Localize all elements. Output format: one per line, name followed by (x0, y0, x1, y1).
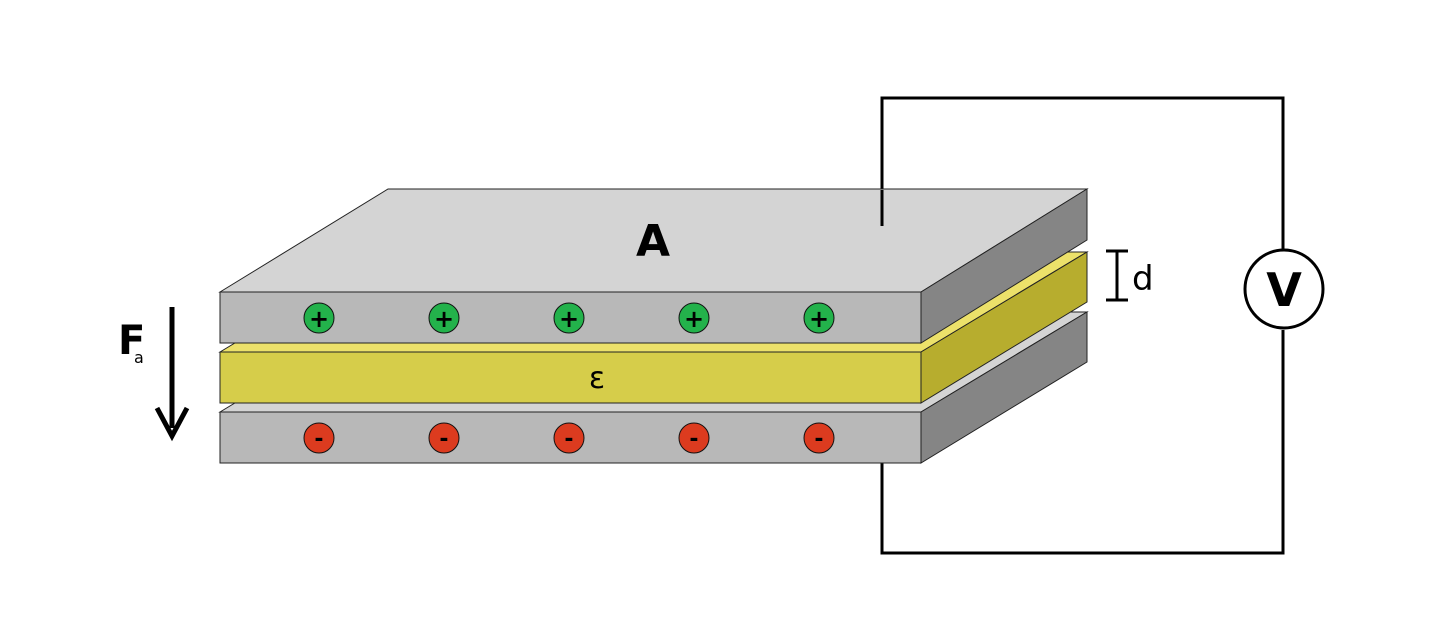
circuit-wire (880, 96, 1285, 555)
charge-circle (428, 302, 460, 334)
charge-sign: + (809, 305, 829, 333)
voltmeter-circle (1243, 248, 1325, 330)
charge-circle (553, 302, 585, 334)
charge-circle (803, 422, 835, 454)
charge-circle (803, 302, 835, 334)
negative-charge: - (303, 422, 335, 454)
negative-charges: - - - - - (303, 422, 835, 454)
charge-circle (303, 302, 335, 334)
negative-charge: - (678, 422, 710, 454)
wire-bottom (880, 330, 1285, 555)
charge-circle (303, 422, 335, 454)
area-label: A (636, 216, 670, 267)
positive-charge: + (303, 302, 335, 334)
force-arrow (154, 307, 190, 442)
charge-sign: - (814, 427, 823, 452)
distance-marker (1106, 249, 1128, 302)
charge-sign: - (314, 427, 323, 452)
charge-sign: - (689, 427, 698, 452)
charge-sign: - (564, 427, 573, 452)
force-label: F (118, 318, 145, 364)
charge-sign: + (684, 305, 704, 333)
charge-circle (428, 422, 460, 454)
charge-circle (678, 302, 710, 334)
charge-sign: + (309, 305, 329, 333)
charge-sign: + (559, 305, 579, 333)
force-subscript: a (134, 348, 144, 367)
dielectric-front (219, 351, 922, 404)
positive-charge: + (678, 302, 710, 334)
wire-top (880, 96, 1285, 250)
charge-circle (678, 422, 710, 454)
positive-charge: + (428, 302, 460, 334)
distance-label: d (1132, 259, 1154, 299)
force-arrow-head (154, 406, 190, 442)
negative-charge: - (553, 422, 585, 454)
permittivity-label: ε (589, 361, 605, 396)
positive-charge: + (553, 302, 585, 334)
voltmeter-label: V (1266, 263, 1302, 317)
negative-charge: - (803, 422, 835, 454)
positive-charges: + + + + + (303, 302, 835, 334)
charge-sign: - (439, 427, 448, 452)
charge-circle (553, 422, 585, 454)
voltmeter: V (1243, 248, 1325, 330)
positive-charge: + (803, 302, 835, 334)
negative-charge: - (428, 422, 460, 454)
charge-sign: + (434, 305, 454, 333)
